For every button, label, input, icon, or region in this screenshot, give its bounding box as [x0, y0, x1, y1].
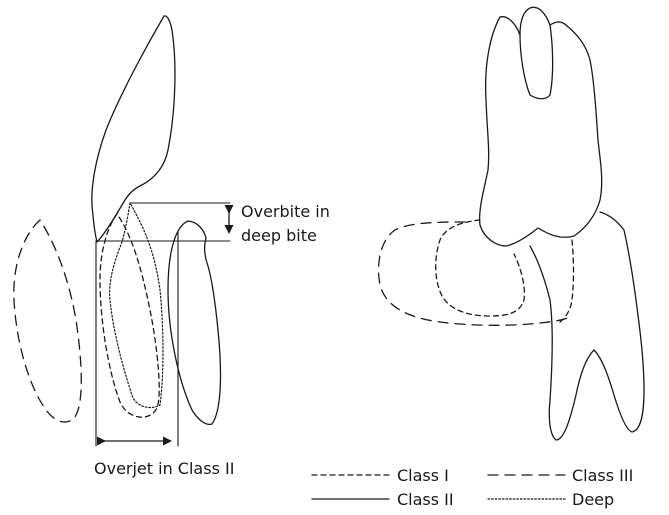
class-iii-lower-molar — [379, 222, 572, 325]
class-iii-lower-incisor — [14, 220, 81, 422]
legend-item-class-iii: Class III — [488, 466, 633, 485]
lower-molar-outline — [530, 212, 644, 440]
lateral-incisor-view: Overbite in deep bite Overjet in Class I… — [14, 16, 330, 478]
legend-label-class-i: Class I — [397, 466, 449, 485]
legend: Class I Class III Class II Deep — [312, 466, 633, 509]
legend-item-deep: Deep — [488, 490, 614, 509]
upper-molar-outline — [480, 7, 602, 246]
legend-label-class-ii: Class II — [397, 490, 454, 509]
legend-label-deep: Deep — [572, 490, 614, 509]
legend-item-class-i: Class I — [312, 466, 449, 485]
overjet-label: Overjet in Class II — [94, 459, 234, 478]
upper-molar-cusp — [520, 25, 553, 99]
deep-bite-lower-incisor — [110, 203, 163, 408]
overbite-label-line2: deep bite — [241, 226, 317, 245]
molar-view: Class I Class III Class II Deep — [312, 7, 644, 509]
legend-label-class-iii: Class III — [572, 466, 633, 485]
class-ii-lower-incisor — [168, 221, 220, 424]
overbite-label-line1: Overbite in — [241, 202, 330, 221]
legend-item-class-ii: Class II — [312, 490, 454, 509]
